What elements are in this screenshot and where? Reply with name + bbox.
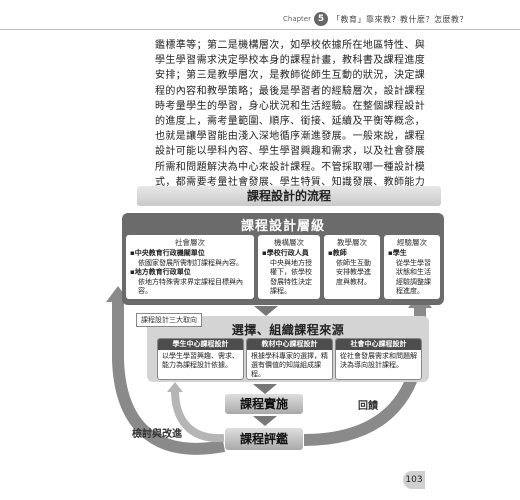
chapter-label: Chapter: [283, 15, 311, 23]
local-agency-text: 依地方特殊需求界定課程目標與內容。: [138, 277, 243, 296]
inner-loop-arrow: [171, 389, 225, 443]
student-text: 從學生學習狀態和生活經驗調整課程進度。: [396, 258, 431, 296]
select-organize-box: 選擇、組織課程來源 學生中心課程設計 以學生學習興趣、需求、能力為課程設計依據。…: [147, 316, 429, 382]
chapter-header: Chapter 5 「教育」靠來教？教什麼？怎麼教？: [283, 10, 513, 28]
student-centered-card: 學生中心課程設計 以學生學習興趣、需求、能力為課程設計依據。: [157, 338, 244, 380]
experience-level-title: 經驗層次: [397, 238, 427, 247]
down-arrow-icon: [254, 306, 278, 316]
card-text: 根據學科專家的選擇，精選有價值的知識組成課程。: [251, 352, 328, 378]
social-level-title: 社會層次: [175, 238, 205, 247]
chapter-title: 「教育」靠來教？教什麼？怎麼教？: [332, 14, 468, 24]
card-text: 從社會發展需求和問題解決為導向設計課程。: [340, 352, 417, 369]
card-text: 以學生學習興趣、需求、能力為課程設計依據。: [162, 352, 239, 369]
institution-level-panel: 機構層次 ▪學校行政人員 中央與地方授權下，依學校發展特性決定課程。: [258, 235, 320, 299]
school-admin-text: 中央與地方授權下，依學校發展特性決定課程。: [270, 258, 312, 296]
down-arrow-icon: [253, 384, 277, 394]
student-heading: 學生: [392, 249, 407, 257]
header-rule: [0, 29, 520, 30]
evaluation-box: 課程評鑑: [225, 428, 303, 450]
chapter-number-badge: 5: [314, 12, 328, 26]
teacher-text: 依師生互動安排教學進度與教材。: [336, 258, 371, 286]
page-number: 103: [403, 471, 425, 489]
central-agency-text: 依國家發展所需制訂課程與內容。: [138, 258, 243, 267]
teaching-level-panel: 教學層次 ▪教師 依師生互動安排教學進度與教材。: [324, 235, 380, 299]
diagram-title: 課程設計的流程: [246, 189, 331, 203]
review-improve-label: 檢討與改進: [132, 429, 182, 440]
institution-level-title: 機構層次: [274, 238, 304, 247]
design-level-box: 課程設計層級 社會層次 ▪中央教育行政機關單位 依國家發展所需制訂課程與內容。 …: [122, 213, 444, 305]
feedback-label: 回饋: [358, 401, 378, 412]
school-admin-heading: 學校行政人員: [266, 249, 309, 257]
inner-loop-arrowhead: [167, 382, 183, 392]
card-heading: 社會中心課程設計: [336, 339, 421, 350]
design-level-title: 課程設計層級: [240, 219, 325, 234]
society-centered-card: 社會中心課程設計 從社會發展需求和問題解決為導向設計課程。: [335, 338, 422, 380]
diagram-title-bar: 課程設計的流程: [137, 186, 441, 206]
central-agency-heading: 中央教育行政機關單位: [134, 249, 205, 257]
card-heading: 學生中心課程設計: [158, 339, 243, 350]
card-heading: 教材中心課程設計: [247, 339, 332, 350]
down-arrow-icon: [253, 416, 277, 426]
orientations-label: 課程設計三大取向: [136, 313, 202, 327]
subject-centered-card: 教材中心課程設計 根據學科專家的選擇，精選有價值的知識組成課程。: [246, 338, 333, 380]
experience-level-panel: 經驗層次 ▪學生 從學生學習狀態和生活經驗調整課程進度。: [384, 235, 440, 299]
social-level-panel: 社會層次 ▪中央教育行政機關單位 依國家發展所需制訂課程與內容。 ▪地方教育行政…: [126, 235, 254, 299]
teacher-heading: 教師: [332, 249, 347, 257]
local-agency-heading: 地方教育行政單位: [134, 268, 191, 276]
select-organize-title: 選擇、組織課程來源: [231, 323, 345, 337]
review-loop-arrow: [112, 300, 226, 455]
implementation-box: 課程實施: [225, 394, 303, 414]
teaching-level-title: 教學層次: [337, 238, 367, 247]
